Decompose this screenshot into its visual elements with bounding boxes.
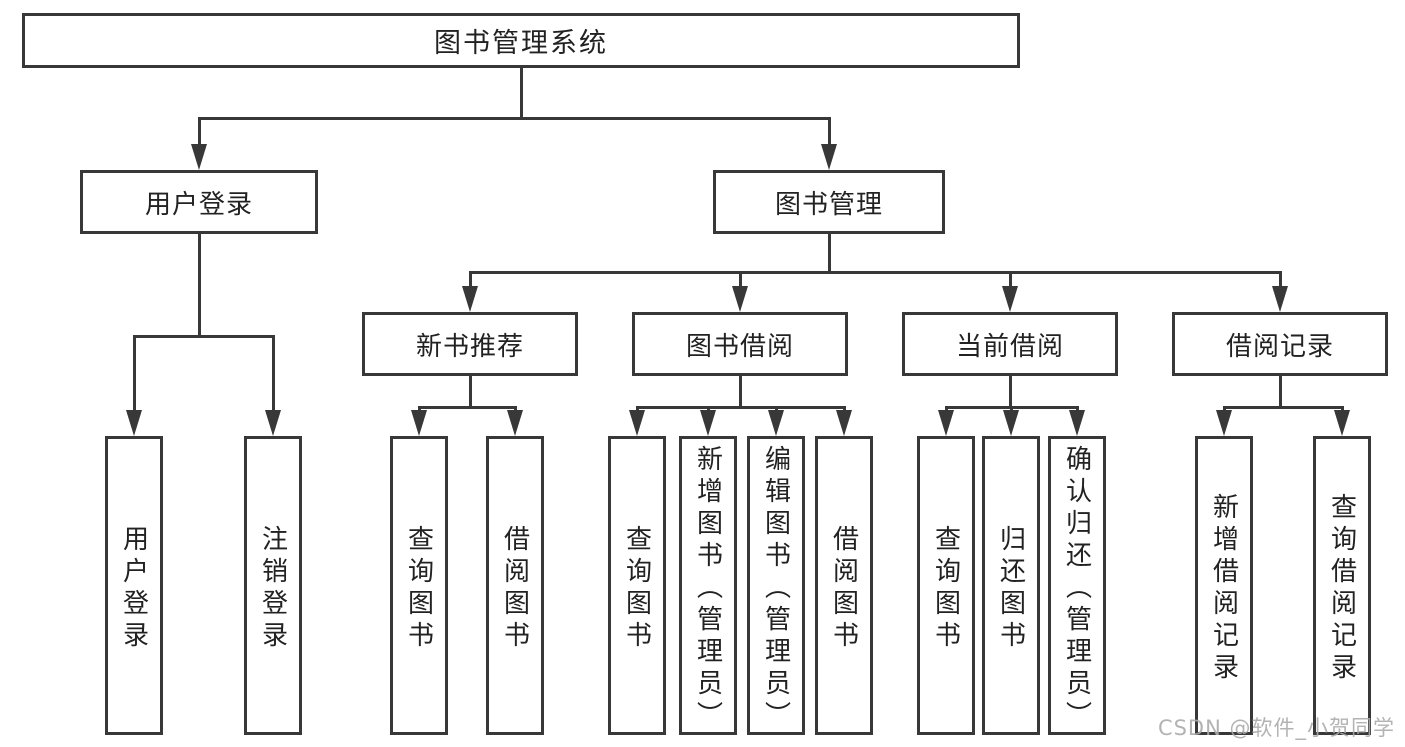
node-book-borrow: 图书借阅: [632, 312, 848, 376]
node-label: 图书管理系统: [434, 28, 608, 59]
arrow-down-icon: [1272, 286, 1288, 312]
arrow-down-icon: [462, 286, 478, 312]
arrow-down-icon: [768, 410, 784, 436]
arrow-down-icon: [126, 410, 142, 436]
arrow-down-icon: [191, 144, 207, 170]
connector-line: [635, 405, 846, 409]
connector-line: [1278, 376, 1282, 409]
leaf-records-query-borrow-record: 查询借阅记录: [1313, 436, 1371, 735]
connector-line: [1008, 376, 1012, 409]
connector-line: [827, 234, 831, 274]
leaf-label: 查询图书: [621, 524, 652, 653]
node-label: 当前借阅: [955, 331, 1064, 362]
node-library-system: 图书管理系统: [22, 13, 1020, 68]
leaf-label: 归还图书: [995, 524, 1026, 653]
node-book-management: 图书管理: [713, 170, 945, 234]
arrow-down-icon: [265, 410, 281, 436]
connector-line: [827, 118, 831, 150]
node-borrow-records: 借阅记录: [1172, 312, 1388, 376]
leaf-logout: 注销登录: [244, 436, 302, 735]
leaf-records-add-borrow-record: 新增借阅记录: [1195, 436, 1253, 735]
node-label: 借阅记录: [1225, 331, 1334, 362]
leaf-current-return-books: 归还图书: [982, 436, 1040, 735]
leaf-borrow-edit-books-admin: 编辑图书（管理员）: [747, 436, 805, 735]
leaf-user-login: 用户登录: [105, 436, 163, 735]
arrow-down-icon: [821, 144, 837, 170]
connector-line: [738, 272, 742, 292]
connector-line: [132, 334, 275, 338]
leaf-label: 确认归还（管理员）: [1061, 444, 1092, 733]
leaf-recommend-query-books: 查询图书: [390, 436, 448, 735]
connector-line: [271, 336, 275, 416]
connector-line: [1008, 272, 1012, 292]
leaf-label: 用户登录: [118, 524, 149, 653]
connector-line: [197, 118, 201, 150]
watermark: CSDN @软件_小贺同学: [1157, 716, 1395, 740]
connector-line: [468, 376, 472, 409]
connector-line: [519, 68, 523, 120]
leaf-borrow-query-books: 查询图书: [608, 436, 666, 735]
arrow-down-icon: [836, 410, 852, 436]
leaf-recommend-borrow-books: 借阅图书: [486, 436, 544, 735]
leaf-label: 新增图书（管理员）: [692, 444, 723, 733]
connector-line: [468, 270, 1282, 274]
connector-line: [417, 405, 517, 409]
node-current-borrow: 当前借阅: [902, 312, 1118, 376]
node-new-book-recommend: 新书推荐: [362, 312, 578, 376]
connector-line: [197, 116, 831, 120]
leaf-label: 查询借阅记录: [1326, 492, 1357, 685]
arrow-down-icon: [1003, 410, 1019, 436]
arrow-down-icon: [629, 410, 645, 436]
leaf-label: 借阅图书: [499, 524, 530, 653]
leaf-label: 查询图书: [930, 524, 961, 653]
arrow-down-icon: [700, 410, 716, 436]
arrow-down-icon: [732, 286, 748, 312]
connector-line: [197, 234, 201, 338]
node-label: 图书管理: [774, 189, 883, 220]
node-label: 用户登录: [144, 189, 253, 220]
arrow-down-icon: [938, 410, 954, 436]
arrow-down-icon: [1334, 410, 1350, 436]
connector-line: [1222, 405, 1344, 409]
node-user-login: 用户登录: [80, 170, 318, 234]
arrow-down-icon: [1069, 410, 1085, 436]
leaf-label: 查询图书: [403, 524, 434, 653]
arrow-down-icon: [1216, 410, 1232, 436]
arrow-down-icon: [1002, 286, 1018, 312]
connector-line: [738, 376, 742, 409]
arrow-down-icon: [507, 410, 523, 436]
node-label: 图书借阅: [685, 331, 794, 362]
leaf-borrow-borrow-books: 借阅图书: [815, 436, 873, 735]
connector-line: [468, 272, 472, 292]
leaf-label: 注销登录: [257, 524, 288, 653]
arrow-down-icon: [411, 410, 427, 436]
leaf-current-query-books: 查询图书: [917, 436, 975, 735]
connector-line: [1278, 272, 1282, 292]
node-label: 新书推荐: [415, 331, 524, 362]
leaf-borrow-add-books-admin: 新增图书（管理员）: [679, 436, 737, 735]
leaf-label: 编辑图书（管理员）: [760, 444, 791, 733]
connector-line: [132, 336, 136, 416]
leaf-label: 新增借阅记录: [1208, 492, 1239, 685]
leaf-label: 借阅图书: [828, 524, 859, 653]
leaf-current-confirm-return-admin: 确认归还（管理员）: [1048, 436, 1106, 735]
